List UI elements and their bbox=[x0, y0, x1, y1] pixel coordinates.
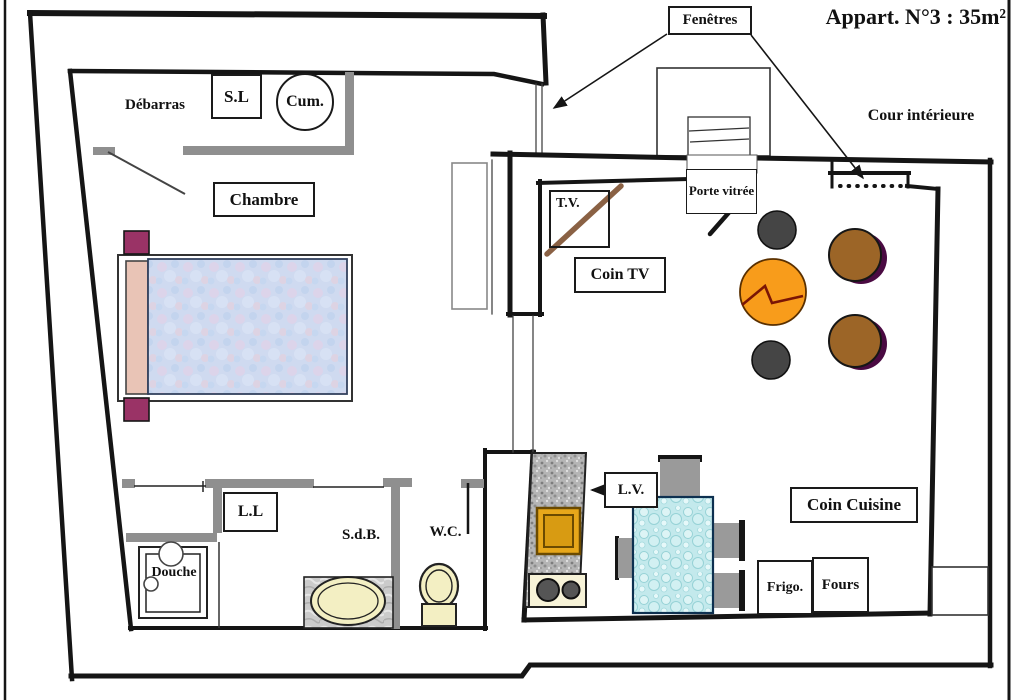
outer-walls bbox=[26, 9, 994, 682]
courtyard-steps bbox=[656, 67, 771, 157]
stool-top bbox=[757, 210, 797, 250]
round-table bbox=[739, 258, 807, 326]
chair-left bbox=[618, 538, 636, 578]
fenetres-arrows bbox=[552, 33, 864, 180]
chambre-door-swing bbox=[107, 151, 186, 195]
outside-step bbox=[931, 566, 989, 616]
debarras-label: Débarras bbox=[125, 96, 185, 113]
coin-cuisine-label: Coin Cuisine bbox=[790, 487, 918, 523]
bed bbox=[117, 254, 353, 402]
tv-label: T.V. bbox=[549, 190, 610, 248]
chair-right-bottom bbox=[713, 573, 739, 608]
toilet bbox=[418, 562, 460, 627]
kitchen-table bbox=[631, 495, 715, 615]
frigo-label: Frigo. bbox=[757, 560, 813, 615]
chair-right-top bbox=[713, 523, 739, 558]
chair-top bbox=[660, 459, 700, 497]
armchair-bottom bbox=[828, 314, 887, 370]
lv-label: L.V. bbox=[604, 472, 658, 508]
armchair-top bbox=[828, 228, 887, 284]
bed-headboard bbox=[125, 260, 149, 395]
fenetres-label: Fenêtres bbox=[668, 6, 752, 35]
fours-label: Fours bbox=[812, 557, 869, 613]
chambre-label: Chambre bbox=[213, 182, 315, 217]
bed-mattress bbox=[147, 258, 348, 395]
cour-interieure-label: Cour intérieure bbox=[867, 107, 975, 124]
nightstand-top bbox=[123, 230, 150, 255]
porte-vitree-label: Porte vitrée bbox=[686, 169, 757, 214]
nightstand-bottom bbox=[123, 397, 150, 422]
page-title: Appart. N°3 : 35m² bbox=[825, 4, 1006, 29]
stool-bottom bbox=[751, 340, 791, 380]
bathroom-sink bbox=[303, 576, 394, 629]
douche-label: Douche bbox=[151, 565, 197, 580]
gray-partitions bbox=[93, 72, 484, 629]
shower bbox=[138, 541, 208, 619]
wardrobe bbox=[451, 162, 488, 310]
room-walls bbox=[67, 68, 994, 632]
sl-label: S.L bbox=[211, 74, 262, 119]
sdb-label: S.d.B. bbox=[342, 526, 380, 543]
stove bbox=[528, 573, 587, 608]
kitchen-sink bbox=[535, 506, 582, 556]
dining-chairs bbox=[615, 455, 745, 611]
wc-label: W.C. bbox=[429, 523, 462, 540]
ll-label: L.L bbox=[223, 492, 278, 532]
cum-label: Cum. bbox=[276, 73, 334, 131]
coin-tv-label: Coin TV bbox=[574, 257, 666, 293]
